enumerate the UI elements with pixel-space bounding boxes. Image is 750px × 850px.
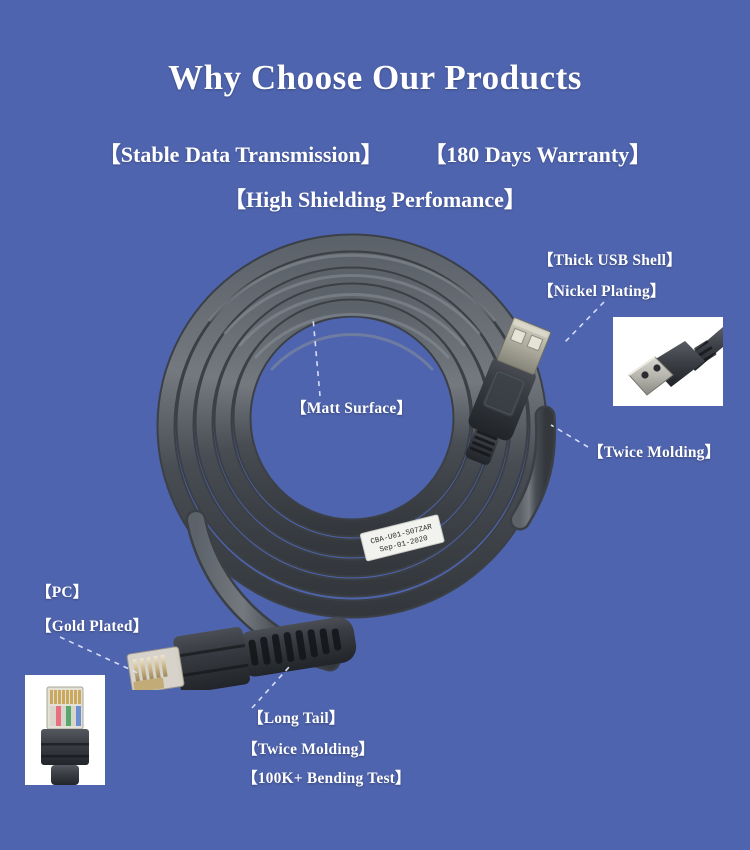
subtitle-row-1: 【Stable Data Transmission】 【180 Days War…: [0, 137, 750, 169]
callout-nickel-plating: 【Nickel Plating】: [538, 283, 666, 300]
callout-twice-molding-usb: 【Twice Molding】: [588, 444, 721, 461]
feature-high-shielding-perfomance: 【High Shielding Perfomance】: [224, 187, 526, 212]
cable-coil-graphic: CBA-U01-S07ZAR Sep-01-2020: [126, 233, 557, 690]
usb-connector-inset-photo: [613, 317, 723, 406]
rj45-connector-inset-photo: [25, 675, 105, 785]
callout-bending-test: 【100K+ Bending Test】: [242, 770, 411, 787]
callout-thick-usb-shell: 【Thick USB Shell】: [538, 252, 682, 269]
cable-illustration: CBA-U01-S07ZAR Sep-01-2020: [0, 220, 750, 690]
cable-print-label: CBA-U01-S07ZAR Sep-01-2020: [359, 514, 445, 562]
feature-180-days-warranty: 【180 Days Warranty】: [424, 142, 652, 167]
callout-twice-molding-rj45: 【Twice Molding】: [242, 741, 375, 758]
feature-stable-data-transmission: 【Stable Data Transmission】: [98, 142, 383, 167]
callout-matt-surface: 【Matt Surface】: [291, 400, 413, 417]
callout-pc: 【PC】: [36, 584, 89, 601]
callout-gold-plated: 【Gold Plated】: [36, 618, 149, 635]
page-title: Why Choose Our Products: [168, 58, 582, 97]
usb-connector-graphic: [465, 317, 552, 465]
subtitle-row-2: 【High Shielding Perfomance】: [0, 182, 750, 214]
callout-long-tail: 【Long Tail】: [248, 710, 345, 727]
